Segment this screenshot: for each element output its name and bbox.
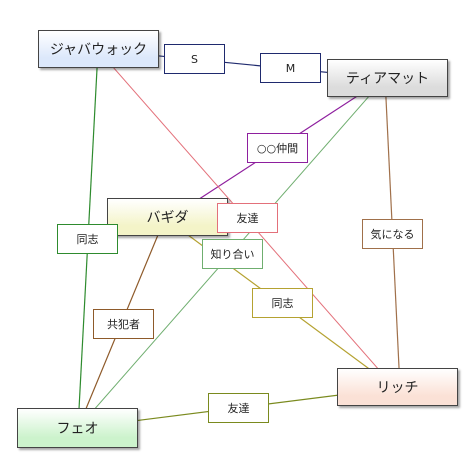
edge-label-kyouhansha: 共犯者 [93,309,154,339]
edge-label-kininaru: 気になる [362,219,423,249]
node-label: ジャバウォック [49,42,148,58]
node-jabberwock: ジャバウォック [38,30,159,68]
node-label: ティアマット [345,71,430,87]
edge-label-m: M [260,53,321,83]
edge-label-shiriai: 知り合い [202,239,263,269]
edge-label-maru-nakama: ○○仲間 [247,133,308,163]
node-lich: リッチ [337,368,458,406]
edge-label-doushi-jabberwock-feo: 同志 [57,224,118,254]
node-label: フェオ [56,421,99,437]
edge-label-tomodachi-feo-lich: 友達 [208,393,269,423]
edge-label-doushi-bagida-lich: 同志 [252,288,313,318]
node-bagida: バギダ [107,198,228,236]
node-label: リッチ [376,380,419,396]
edge-label-tomodachi-jabberwock-lich: 友達 [217,203,278,233]
node-tiamat: ティアマット [327,59,448,97]
node-label: バギダ [146,210,189,226]
node-feo: フェオ [17,408,138,448]
edge-label-s: S [164,44,225,74]
